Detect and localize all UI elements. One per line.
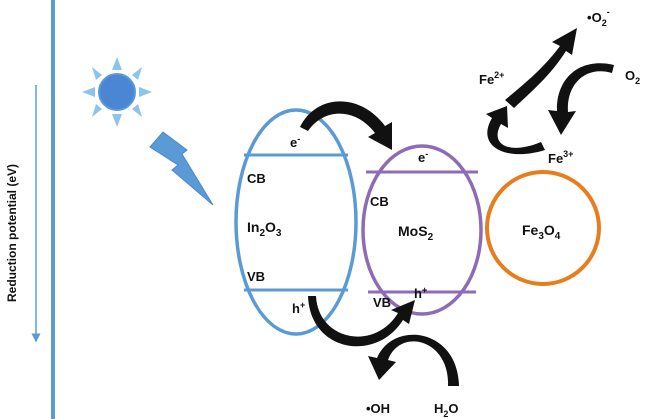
fe3-to-fe2-arrow	[486, 106, 545, 155]
mos2-hole-label: h+	[414, 285, 427, 301]
in2o3-cb-label: CB	[247, 171, 266, 186]
mos2-ellipse	[361, 144, 483, 316]
in2o3-label: In2O3	[247, 219, 282, 239]
electron-transfer-arrow	[300, 101, 392, 150]
in2o3-vb-label: VB	[247, 269, 265, 284]
sun-icon	[82, 57, 152, 127]
in2o3-electron-label: e-	[290, 134, 300, 150]
hydroxyl-radical-label: •OH	[366, 401, 390, 416]
water-label: H2O	[434, 401, 459, 419]
in2o3-ellipse	[234, 108, 358, 336]
fe2-label: Fe2+	[479, 70, 504, 87]
superoxide-formation-arrow	[505, 28, 577, 108]
mos2-vb-label: VB	[373, 295, 391, 310]
lightning-bolt-icon	[149, 131, 214, 206]
mos2-label: MoS2	[398, 223, 434, 243]
superoxide-label: •O2-	[587, 7, 610, 28]
axis-label: Reduction potential (eV)	[5, 164, 19, 302]
in2o3-hole-label: h+	[292, 300, 305, 316]
mos2-cb-label: CB	[370, 194, 389, 209]
oh-formation-arrow	[368, 334, 459, 386]
o2-reduction-arrow	[548, 63, 614, 135]
o2-label: O2	[625, 68, 640, 86]
fe3o4-label: Fe3O4	[522, 222, 561, 242]
fe3o4-circle	[485, 170, 601, 286]
mos2-electron-label: e-	[418, 149, 428, 165]
fe3-label: Fe3+	[548, 149, 573, 166]
hole-transfer-arrow	[308, 296, 415, 347]
